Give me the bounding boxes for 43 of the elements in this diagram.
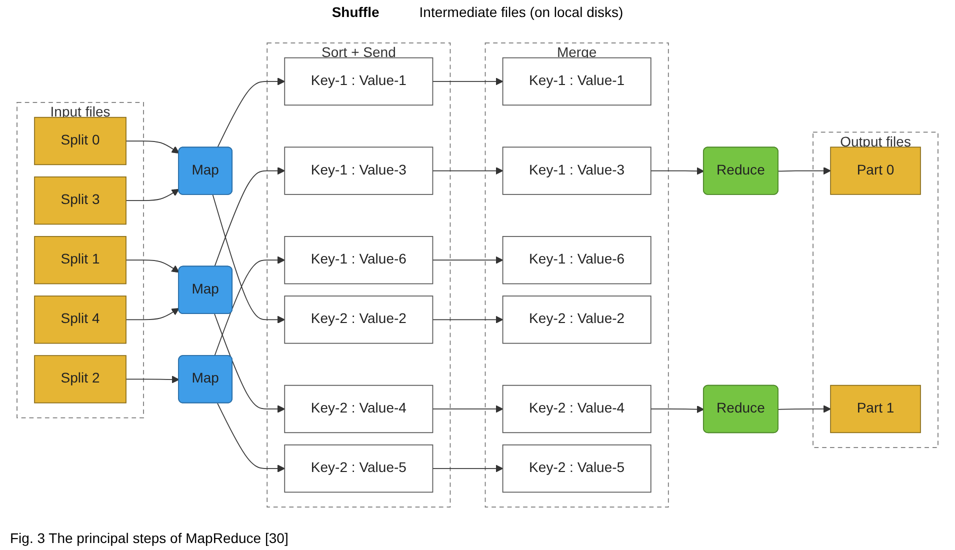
node-box: Key-2 : Value-2: [502, 296, 652, 344]
group-heading: Shuffle: [332, 4, 380, 20]
node-box: Key-2 : Value-4: [284, 384, 434, 434]
arrow: [432, 316, 504, 324]
arrow: [217, 78, 285, 148]
arrow: [432, 78, 504, 86]
figure-caption: Fig. 3 The principal steps of MapReduce [30]: [10, 530, 290, 546]
node-box: Part 0: [830, 146, 921, 195]
arrow: [432, 166, 504, 175]
node-box: Split 2: [34, 355, 126, 404]
arrow: [126, 260, 180, 273]
arrow: [214, 166, 285, 268]
node-box: Key-2 : Value-2: [284, 296, 434, 344]
node-box: Key-1 : Value-3: [284, 146, 434, 195]
node-box: Key-2 : Value-5: [284, 444, 434, 493]
node-box: Key-2 : Value-4: [502, 384, 652, 434]
node-box: Part 1: [830, 384, 921, 434]
arrow: [778, 405, 831, 413]
arrow: [217, 402, 285, 472]
node-box: Split 1: [34, 236, 126, 284]
node-box: Key-2 : Value-5: [502, 444, 652, 493]
node-box: Key-1 : Value-6: [502, 236, 652, 284]
arrow: [778, 166, 831, 175]
node-box: Key-1 : Value-1: [284, 57, 434, 106]
arrow: [650, 167, 704, 175]
note-text: Intermediate files (on local disks): [419, 4, 624, 20]
arrow: [126, 308, 180, 320]
arrow: [214, 256, 285, 356]
arrow: [214, 314, 285, 413]
arrow: [432, 405, 504, 413]
arrow: [126, 188, 180, 201]
node-box: Key-1 : Value-3: [502, 146, 652, 195]
arrow: [432, 464, 504, 472]
node-box: Key-1 : Value-6: [284, 236, 434, 284]
node-box: Split 3: [34, 176, 126, 225]
arrow: [212, 194, 285, 324]
arrow: [126, 140, 180, 154]
node-box: Split 4: [34, 296, 126, 344]
node-box: Split 0: [34, 116, 126, 166]
arrow: [650, 405, 704, 414]
arrow: [126, 376, 180, 384]
arrow: [432, 256, 504, 264]
node-box: Key-1 : Value-1: [502, 57, 652, 106]
